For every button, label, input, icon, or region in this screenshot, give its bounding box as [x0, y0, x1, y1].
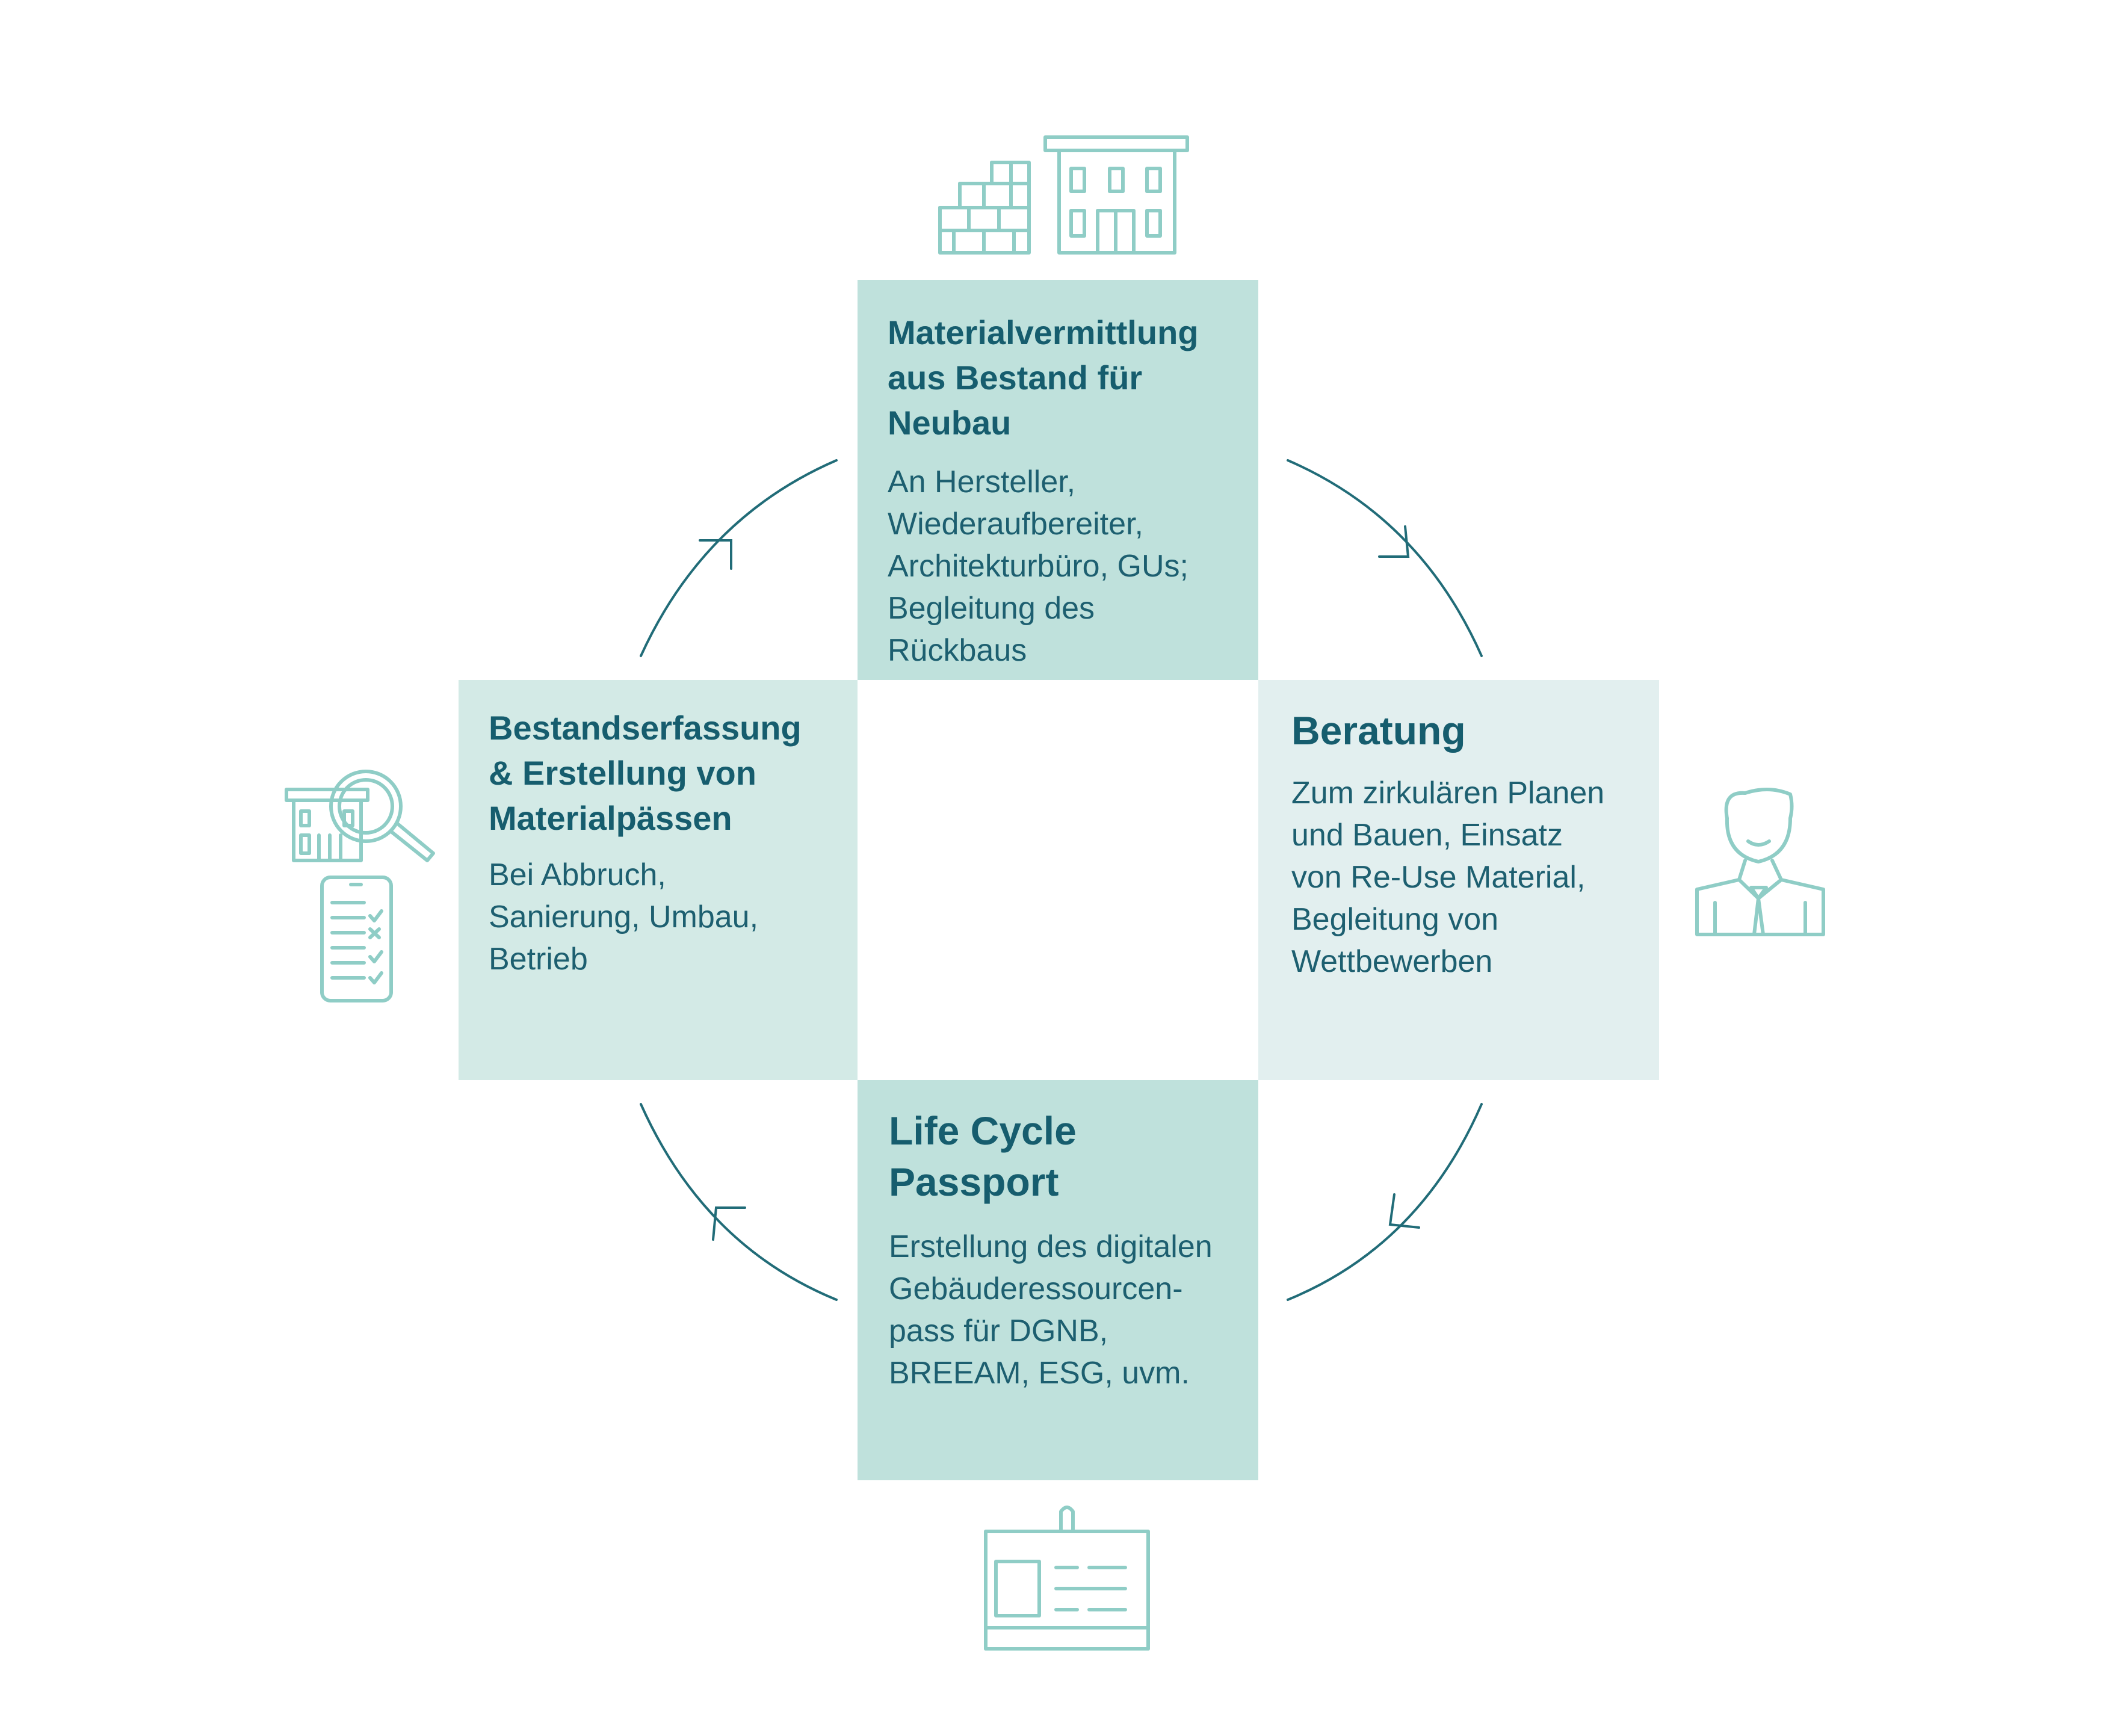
- box-bottom-title-line: Life Cycle: [889, 1108, 1077, 1153]
- box-left-body-line: Betrieb: [489, 942, 588, 977]
- box-right-title: Beratung: [1291, 705, 1659, 756]
- box-left-body: Bei Abbruch, Sanierung, Umbau, Betrieb: [489, 854, 858, 980]
- box-right-body-line: Zum zirkulären Planen: [1291, 776, 1605, 811]
- box-materialvermittlung: Materialvermittlung aus Bestand für Neub…: [858, 280, 1258, 680]
- arrowhead-right-bottom: [1388, 1193, 1420, 1229]
- arrowhead-left-top: [699, 539, 732, 570]
- checklist-phone-icon: [320, 876, 393, 1002]
- box-beratung: Beratung Zum zirkulären Planen und Bauen…: [1258, 680, 1659, 1080]
- box-top-title-line: aus Bestand für: [888, 359, 1143, 397]
- box-top-body-line: An Hersteller,: [888, 465, 1076, 499]
- id-badge-icon: [984, 1506, 1150, 1651]
- arc-right-bottom: [1287, 1103, 1483, 1301]
- building-search-icon: [285, 770, 435, 862]
- box-top-title-line: Materialvermittlung: [888, 314, 1199, 351]
- box-life-cycle-passport: Life Cycle Passport Erstellung des digit…: [858, 1080, 1258, 1480]
- box-right-title-line: Beratung: [1291, 708, 1466, 753]
- box-bottom-title-line: Passport: [889, 1160, 1059, 1204]
- box-top-body-line: Architekturbüro, GUs;: [888, 549, 1188, 584]
- box-bottom-title: Life Cycle Passport: [889, 1105, 1258, 1208]
- box-top-body-line: Wiederaufbereiter,: [888, 507, 1143, 542]
- box-right-body-line: von Re-Use Material,: [1291, 860, 1586, 895]
- arrowhead-top-right: [1378, 525, 1410, 558]
- box-left-title-line: & Erstellung von: [489, 754, 756, 792]
- box-top-title: Materialvermittlung aus Bestand für Neub…: [888, 310, 1258, 445]
- brick-wall-icon: [938, 161, 1031, 255]
- arc-bottom-left: [640, 1103, 838, 1301]
- box-top-body: An Hersteller, Wiederaufbereiter, Archit…: [888, 461, 1258, 672]
- building-icon: [1043, 135, 1189, 255]
- arrowhead-bottom-left: [712, 1206, 746, 1241]
- arc-left-top: [640, 459, 838, 657]
- box-top-title-line: Neubau: [888, 404, 1012, 442]
- box-left-title-line: Bestandserfassung: [489, 709, 802, 747]
- box-left-body-line: Bei Abbruch,: [489, 857, 666, 892]
- person-icon: [1695, 787, 1825, 936]
- box-bottom-body-line: Gebäuderessourcen-: [889, 1271, 1183, 1306]
- box-top-body-line: Rückbaus: [888, 633, 1027, 668]
- box-bottom-body: Erstellung des digitalen Gebäuderessourc…: [889, 1226, 1258, 1394]
- box-left-body-line: Sanierung, Umbau,: [489, 900, 759, 934]
- box-bottom-body-line: pass für DGNB,: [889, 1314, 1108, 1348]
- box-top-body-line: Begleitung des: [888, 591, 1095, 626]
- box-right-body-line: und Bauen, Einsatz: [1291, 818, 1563, 853]
- box-bottom-body-line: Erstellung des digitalen: [889, 1229, 1213, 1264]
- arc-top-right: [1287, 459, 1483, 657]
- box-bottom-body-line: BREEAM, ESG, uvm.: [889, 1356, 1190, 1391]
- box-left-title: Bestandserfassung & Erstellung von Mater…: [489, 705, 858, 841]
- box-right-body-line: Begleitung von: [1291, 902, 1499, 937]
- box-left-title-line: Materialpässen: [489, 799, 732, 837]
- box-right-body: Zum zirkulären Planen und Bauen, Einsatz…: [1291, 772, 1659, 983]
- box-bestandserfassung: Bestandserfassung & Erstellung von Mater…: [459, 680, 858, 1080]
- box-right-body-line: Wettbewerben: [1291, 944, 1493, 979]
